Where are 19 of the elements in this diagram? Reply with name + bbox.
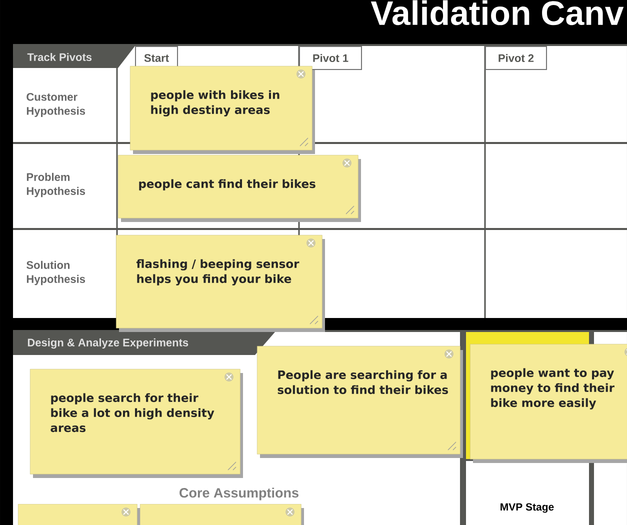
section-tab: Design & Analyze Experiments	[13, 332, 275, 355]
column-tab: Pivot 1	[299, 46, 362, 70]
node-label: Track Pivots	[27, 52, 92, 62]
section-heading: Core Assumptions	[180, 488, 298, 500]
sticky-note: people want to pay money to find their bike more easily	[470, 344, 627, 463]
title: Validation Canv	[370, 0, 624, 26]
sticky-note: people with bikes in high destiny areas	[130, 66, 315, 154]
sticky-note: people search for their bike a lot on high density areas	[30, 369, 243, 478]
row-label: Customer Hypothesis	[26, 93, 86, 117]
sticky-note: People are searching for a solution to find their bikes	[257, 346, 463, 458]
column-tab: Pivot 2	[485, 46, 547, 70]
sticky-note: flashing / beeping sensor helps you find your bike	[116, 235, 325, 332]
sticky-note	[18, 504, 140, 525]
section-tab: Track Pivots	[13, 46, 135, 68]
row-label: Solution Hypothesis	[26, 260, 86, 286]
row-label: Problem Hypothesis	[26, 172, 86, 198]
sticky-note	[140, 504, 304, 525]
sticky-note: people cant find their bikes	[118, 155, 361, 222]
stage-label: MVP Stage	[500, 503, 554, 513]
